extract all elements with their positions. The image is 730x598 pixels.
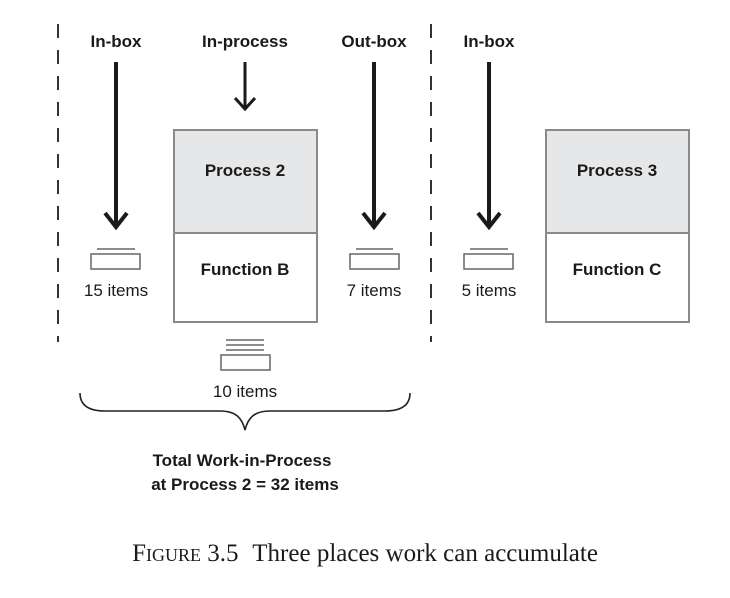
- figure-caption-text: Three places work can accumulate: [252, 540, 598, 567]
- total-brace: [79, 392, 411, 431]
- function-c-label: Function C: [573, 260, 662, 279]
- tray-icon-inbox-1: [90, 248, 141, 270]
- inbox-1-count: 15 items: [84, 281, 148, 300]
- tray-icon-in-process: [220, 339, 271, 371]
- arrow-down-icon-in-process: [233, 62, 257, 112]
- process-2-box: Process 2 Function B: [173, 129, 318, 323]
- figure-word: Figure: [132, 540, 201, 567]
- process-2-label: Process 2: [205, 161, 285, 180]
- outbox-count: 7 items: [347, 281, 402, 300]
- function-b-label: Function B: [201, 260, 290, 279]
- total-wip-line-2: at Process 2 = 32 items: [151, 475, 339, 494]
- tray-icon-outbox: [349, 248, 400, 270]
- arrow-down-icon-inbox-1: [103, 62, 129, 231]
- figure-number: 3.5: [207, 540, 239, 567]
- total-wip-line-1: Total Work-in-Process: [153, 451, 332, 470]
- inbox-2-count: 5 items: [462, 281, 517, 300]
- header-in-process: In-process: [202, 32, 288, 51]
- process-3-box: Process 3 Function C: [545, 129, 690, 323]
- arrow-down-icon-outbox: [361, 62, 387, 231]
- header-inbox-1: In-box: [91, 32, 143, 51]
- arrow-down-icon-inbox-2: [476, 62, 502, 231]
- header-inbox-2: In-box: [464, 32, 516, 51]
- in-process-count: 10 items: [213, 382, 277, 401]
- figure-caption: Figure 3.5 Three places work can accumul…: [0, 540, 730, 568]
- tray-icon-inbox-2: [463, 248, 514, 270]
- header-outbox: Out-box: [341, 32, 407, 51]
- process-3-label: Process 3: [577, 161, 657, 180]
